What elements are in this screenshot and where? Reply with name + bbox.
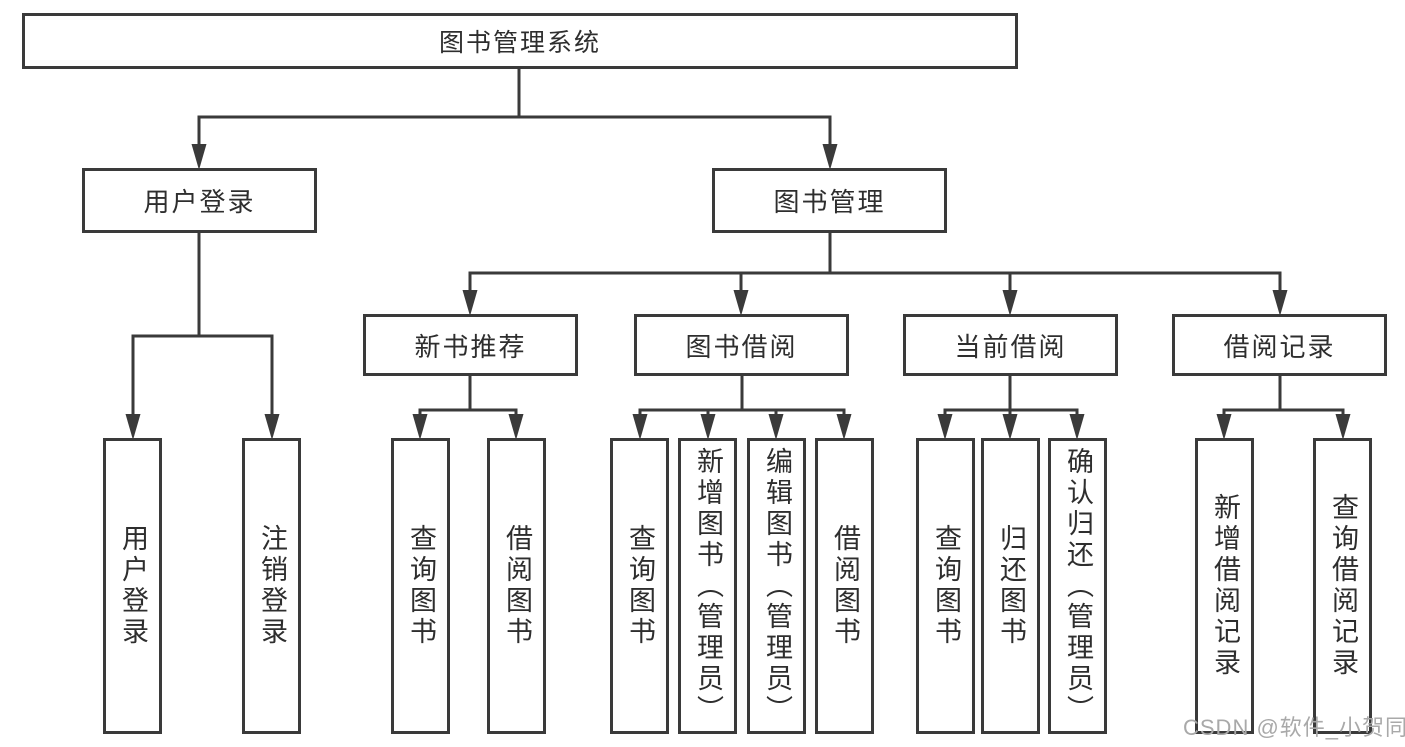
node-label: 用户登录: [143, 187, 256, 217]
node-leaf-nb-borrow-books: 借阅图书: [487, 438, 546, 734]
arrowheads: [125, 144, 1351, 440]
node-label: 图书管理系统: [438, 29, 601, 57]
node-leaf-br-add-record: 新增借阅记录: [1195, 438, 1254, 734]
watermark: CSDN @软件_小贺同学: [1183, 715, 1405, 740]
node-leaf-nb-query-books: 查询图书: [391, 438, 450, 734]
node-label: 归还图书: [996, 524, 1026, 648]
arrow-down-icon: [191, 144, 207, 170]
node-leaf-logout: 注销登录: [242, 438, 301, 734]
node-book-borrow: 图书借阅: [634, 314, 849, 376]
node-leaf-br-query-record: 查询借阅记录: [1313, 438, 1372, 734]
connector-newbook-rail: [418, 374, 518, 421]
node-label: 图书借阅: [685, 331, 798, 362]
node-label: 查询图书: [931, 524, 961, 648]
node-leaf-cb-return-books: 归还图书: [981, 438, 1040, 734]
connector-currentborrow-rail: [943, 374, 1079, 421]
arrow-down-icon: [1002, 290, 1018, 316]
node-root-system: 图书管理系统: [22, 13, 1018, 69]
node-label: 查询借阅记录: [1328, 493, 1358, 679]
node-borrow-records: 借阅记录: [1172, 314, 1387, 376]
arrow-down-icon: [937, 414, 953, 440]
node-label: 新书推荐: [414, 331, 527, 362]
node-label: 新增借阅记录: [1210, 493, 1240, 679]
arrow-down-icon: [462, 290, 478, 316]
node-leaf-cb-query-books: 查询图书: [916, 438, 975, 734]
node-book-management: 图书管理: [712, 168, 947, 233]
connector-level2-rail: [197, 115, 832, 151]
node-new-book-recommend: 新书推荐: [363, 314, 578, 376]
arrow-down-icon: [264, 414, 280, 440]
node-label: 编辑图书（管理员）: [762, 446, 792, 726]
node-label: 查询图书: [406, 524, 436, 648]
node-user-login: 用户登录: [82, 168, 317, 233]
arrow-down-icon: [508, 414, 524, 440]
node-leaf-bb-borrow-books: 借阅图书: [815, 438, 874, 734]
arrow-down-icon: [125, 414, 141, 440]
arrow-down-icon: [836, 414, 852, 440]
node-label: 图书管理: [773, 187, 886, 217]
connector-level3-rail: [468, 271, 1282, 297]
node-leaf-bb-edit-books: 编辑图书（管理员）: [747, 438, 806, 734]
arrow-down-icon: [1002, 414, 1018, 440]
node-label: 用户登录: [118, 524, 148, 648]
arrow-down-icon: [632, 414, 648, 440]
node-leaf-bb-add-books: 新增图书（管理员）: [678, 438, 737, 734]
node-leaf-user-login: 用户登录: [103, 438, 162, 734]
connector-userlogin-rail: [131, 334, 274, 421]
arrow-down-icon: [822, 144, 838, 170]
node-current-borrow: 当前借阅: [903, 314, 1118, 376]
node-label: 借阅图书: [502, 524, 532, 648]
arrow-down-icon: [1335, 414, 1351, 440]
node-label: 新增图书（管理员）: [693, 446, 723, 726]
connector-records-rail: [1222, 374, 1345, 421]
arrow-down-icon: [1216, 414, 1232, 440]
connector-bookborrow-rail: [638, 374, 846, 421]
node-label: 查询图书: [625, 524, 655, 648]
arrow-down-icon: [1069, 414, 1085, 440]
node-leaf-bb-query-books: 查询图书: [610, 438, 669, 734]
arrow-down-icon: [733, 290, 749, 316]
arrow-down-icon: [412, 414, 428, 440]
node-leaf-cb-confirm-return: 确认归还（管理员）: [1048, 438, 1107, 734]
node-label: 借阅记录: [1223, 331, 1336, 362]
arrow-down-icon: [700, 414, 716, 440]
node-label: 确认归还（管理员）: [1063, 446, 1093, 726]
node-label: 借阅图书: [830, 524, 860, 648]
arrow-down-icon: [768, 414, 784, 440]
node-label: 当前借阅: [954, 331, 1067, 362]
node-label: 注销登录: [257, 524, 287, 648]
arrow-down-icon: [1272, 290, 1288, 316]
